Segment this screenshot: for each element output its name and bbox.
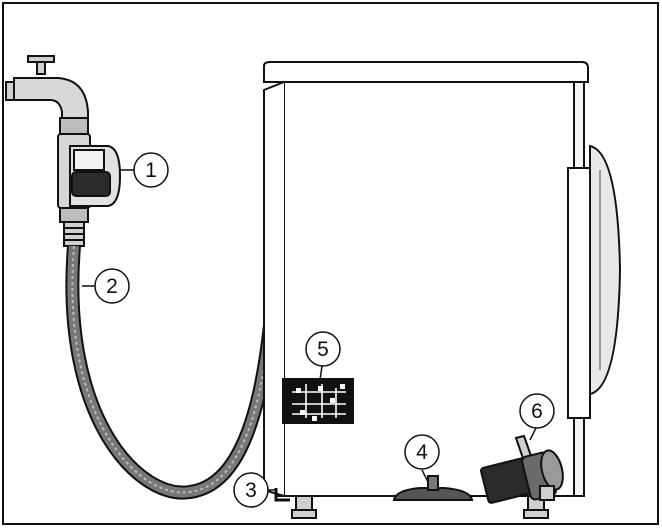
drain-pump-cover bbox=[392, 475, 474, 501]
leader-line-5 bbox=[319, 365, 323, 381]
washing-machine bbox=[263, 61, 622, 519]
callout-3: 3 bbox=[233, 472, 269, 508]
rating-label-plate bbox=[282, 378, 354, 424]
callout-6: 6 bbox=[519, 393, 555, 429]
callout-number: 2 bbox=[106, 275, 118, 298]
water-tap bbox=[5, 55, 89, 135]
callout-number: 3 bbox=[245, 479, 257, 502]
callout-2: 2 bbox=[94, 268, 130, 304]
callout-1: 1 bbox=[133, 152, 169, 188]
base-panel-edge bbox=[274, 488, 290, 502]
inlet-valve bbox=[57, 133, 122, 247]
callout-5: 5 bbox=[305, 331, 341, 367]
callout-number: 6 bbox=[531, 400, 543, 423]
drain-outlet bbox=[480, 434, 564, 504]
callout-number: 4 bbox=[416, 441, 428, 464]
leader-line-6 bbox=[529, 427, 537, 441]
callout-4: 4 bbox=[404, 434, 440, 470]
callout-number: 5 bbox=[317, 338, 329, 361]
leader-line-4 bbox=[421, 469, 429, 483]
callout-number: 1 bbox=[145, 159, 157, 182]
leader-lines bbox=[82, 169, 537, 491]
